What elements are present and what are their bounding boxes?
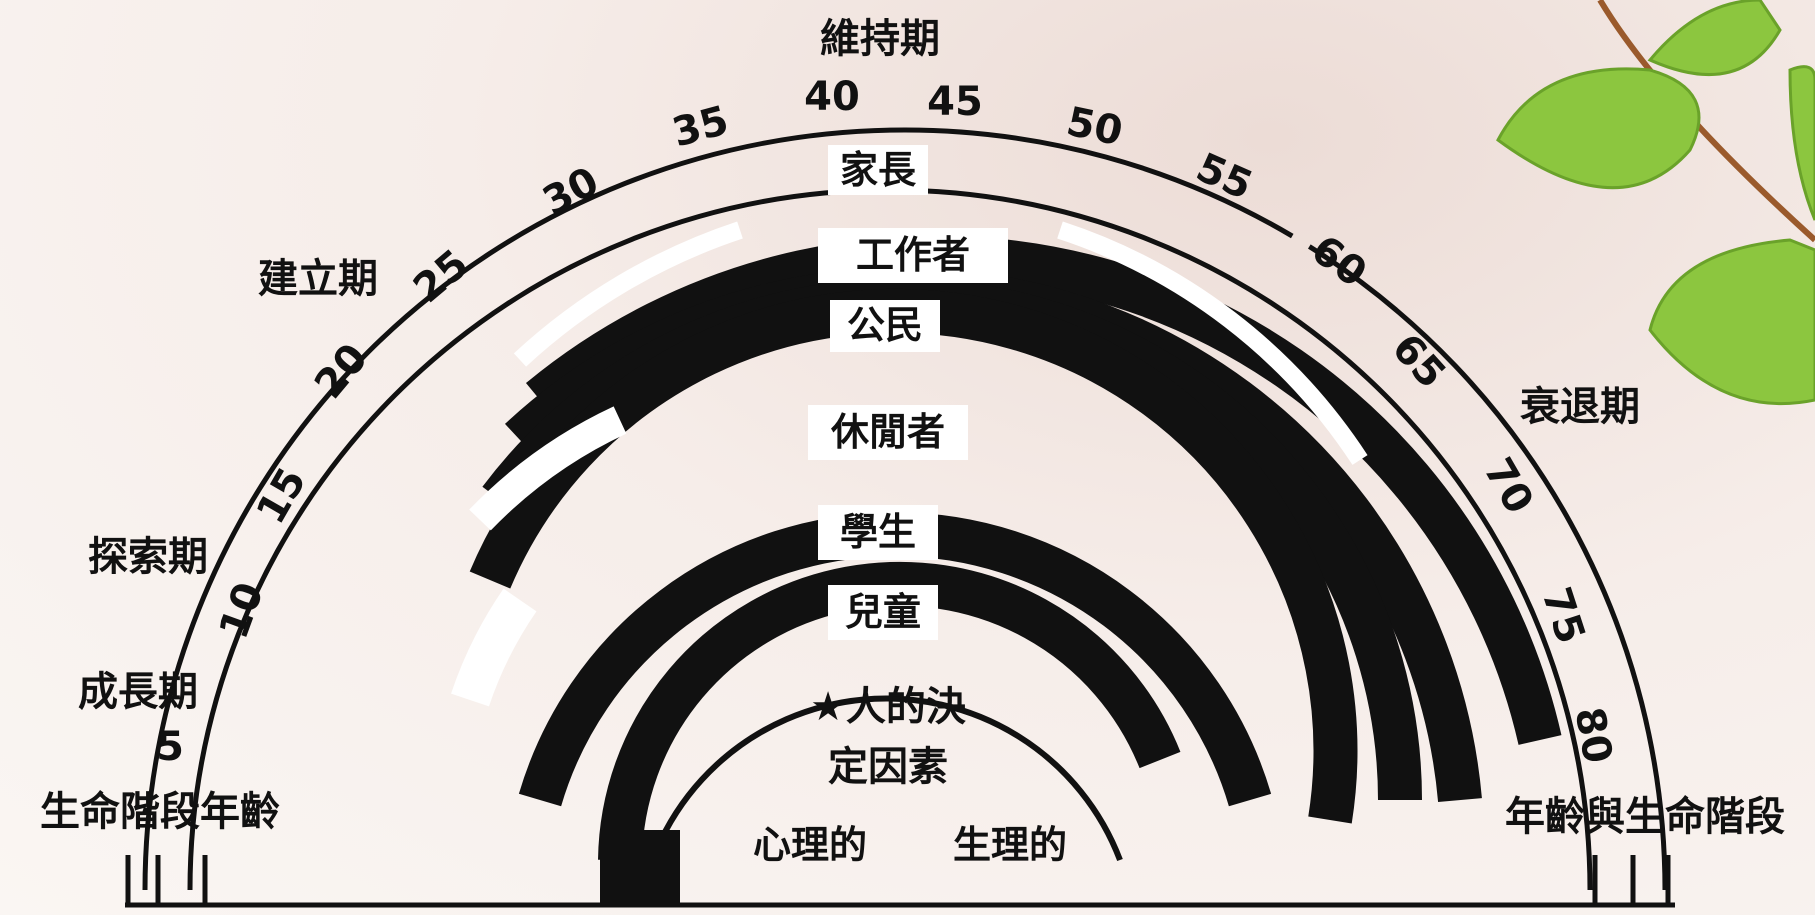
outer-stage-arc <box>142 127 1668 891</box>
stage-growth: 成長期 <box>78 669 198 715</box>
role-child: 兒童 <box>845 590 921 634</box>
baseline <box>125 855 1675 908</box>
determinants-title-2: 定因素 <box>828 744 948 790</box>
age-50: 50 <box>1063 99 1127 156</box>
age-40: 40 <box>804 74 860 120</box>
determinants-biological: 生理的 <box>953 823 1067 867</box>
age-35: 35 <box>668 98 734 157</box>
age-30: 30 <box>536 158 607 225</box>
role-parent: 家長 <box>840 148 917 192</box>
stage-maintenance: 維持期 <box>820 16 940 62</box>
stage-decline: 衰退期 <box>1520 384 1640 430</box>
role-labels: 家長 工作者 公民 休閒者 學生 兒童 <box>808 145 1008 640</box>
stage-exploration: 探索期 <box>88 534 208 580</box>
corner-label-right: 年齡與生命階段 <box>1505 794 1785 840</box>
determinants-title-1: ★人的決 <box>810 684 966 730</box>
age-80: 80 <box>1566 704 1621 767</box>
determinants-core <box>637 695 1123 906</box>
age-15: 15 <box>248 460 316 531</box>
stage-establishment: 建立期 <box>258 256 378 302</box>
role-bands <box>469 235 1562 861</box>
role-leisurite: 休閒者 <box>830 410 945 454</box>
role-citizen: 公民 <box>847 303 923 347</box>
determinants-psychological: 心理的 <box>753 823 867 867</box>
role-student: 學生 <box>840 510 916 554</box>
age-5: 5 <box>156 724 184 770</box>
corner-label-left: 生命階段年齡 <box>40 789 280 835</box>
age-20: 20 <box>306 335 377 407</box>
age-25: 25 <box>405 241 477 312</box>
leaf-decoration <box>1496 0 1815 406</box>
age-55: 55 <box>1189 144 1259 209</box>
core-base <box>600 830 680 905</box>
age-65: 65 <box>1383 325 1454 397</box>
role-worker: 工作者 <box>856 233 970 277</box>
age-10: 10 <box>211 577 273 645</box>
age-45: 45 <box>927 79 983 125</box>
outline-bands <box>451 221 1368 707</box>
